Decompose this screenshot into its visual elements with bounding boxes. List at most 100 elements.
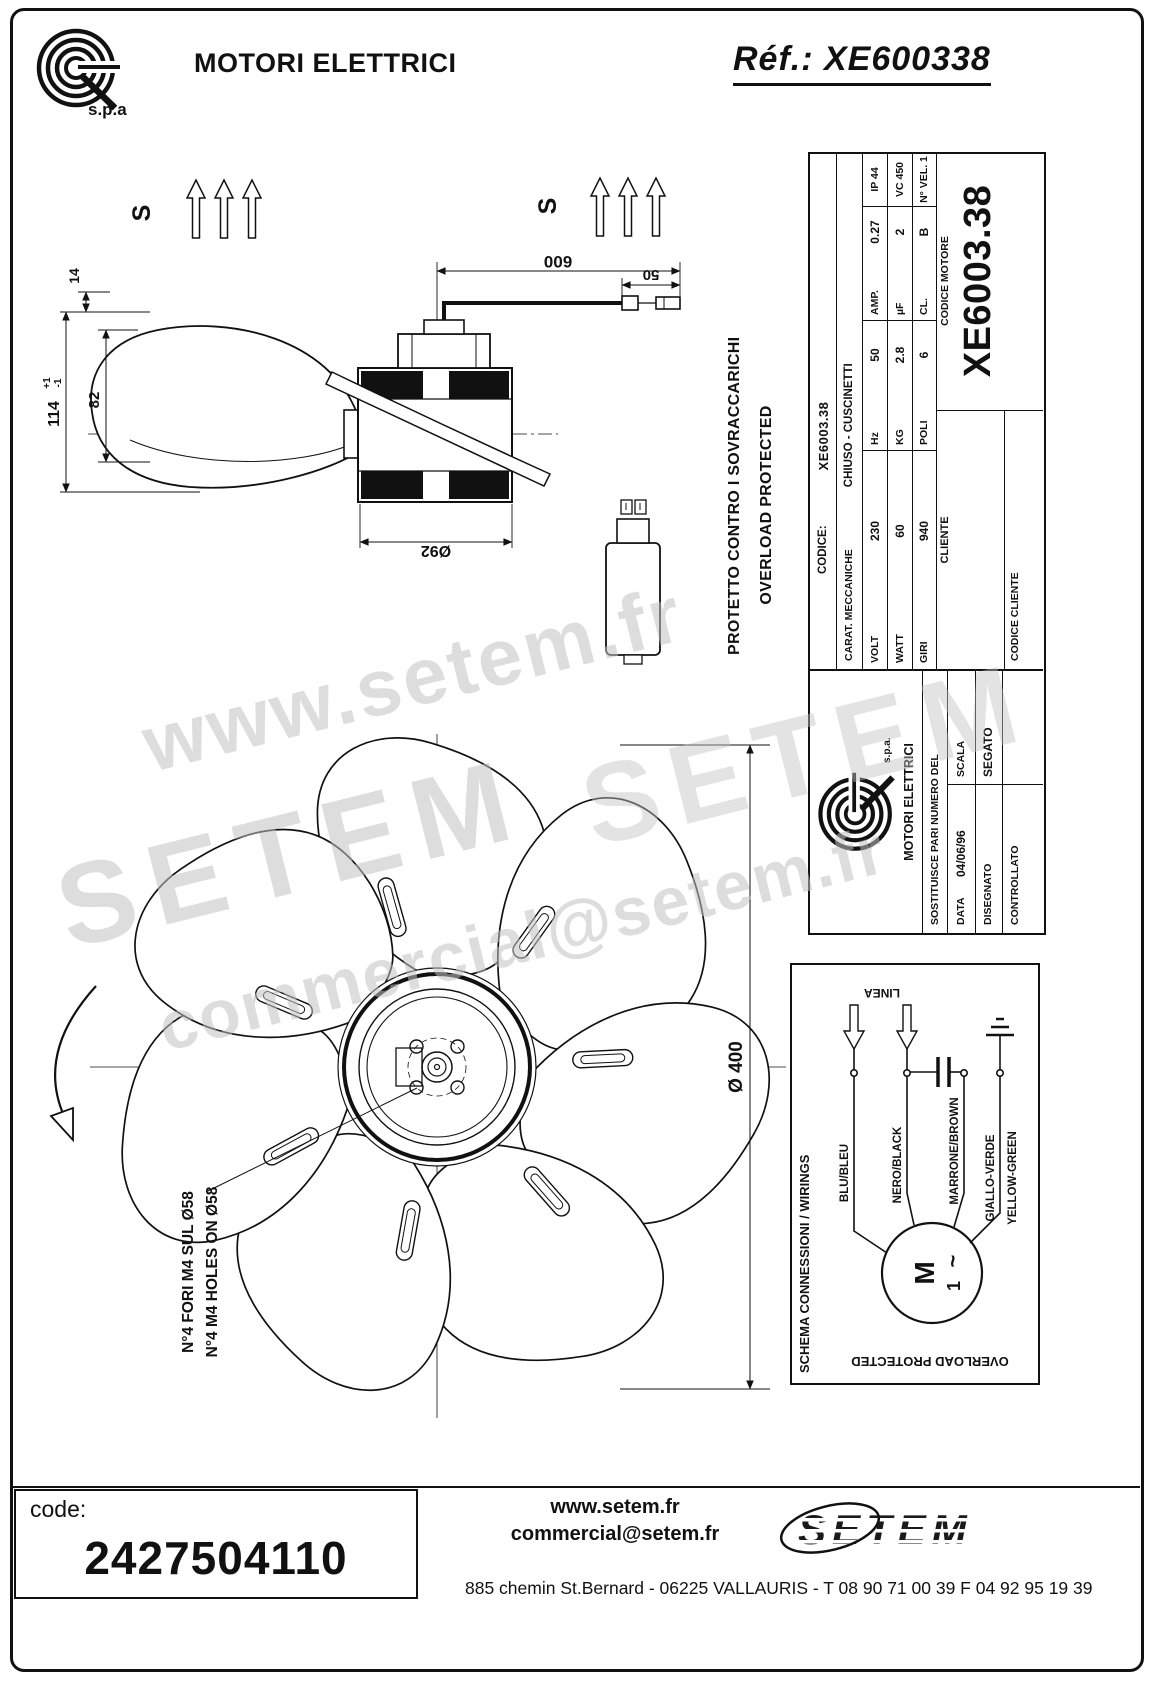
motor-symbol-phase: 1: [944, 1281, 964, 1291]
scala-label: SCALA: [955, 740, 967, 777]
cliente-label: CLIENTE: [939, 516, 951, 564]
linea-label: LINEA: [864, 986, 900, 1000]
wiring-region: SCHEMA CONNESSIONI / WIRINGS: [790, 963, 1040, 1385]
fan-holes-note-it: N°4 FORI M4 SUL Ø58: [180, 1191, 197, 1353]
fan-blades: [121, 737, 771, 1391]
codice-motore-label: CODICE MOTORE: [939, 236, 951, 326]
title-block-brand: MOTORI ELETTRICI: [902, 743, 916, 861]
spec-extra: N° VEL. 1: [918, 156, 930, 203]
spec-value: 940: [917, 520, 931, 542]
flow-label-left: S: [128, 205, 156, 222]
spec-grid-row: WATT 60 KG 2.8 µF 2 VC 450: [887, 152, 913, 669]
spec-value: 2.8: [892, 346, 907, 364]
codice-row: CODICE: XE6003.38: [810, 152, 837, 669]
data-label: DATA: [955, 897, 967, 925]
codice-cliente-label: CODICE CLIENTE: [1004, 411, 1043, 669]
spec-value: 2: [892, 228, 907, 236]
wiring-box: SCHEMA CONNESSIONI / WIRINGS: [790, 963, 1040, 1385]
dim-tol-plus: +1: [42, 377, 53, 389]
dim-lead-label: 50: [643, 266, 660, 283]
brand-name: MOTORI ELETTRICI: [194, 48, 457, 78]
footer-divider: [12, 1486, 1140, 1488]
fan-hub: [337, 967, 537, 1167]
codice-label: CODICE:: [817, 525, 829, 574]
controllato-label: CONTROLLATO: [1009, 845, 1021, 925]
disegnato-row: DISEGNATO SEGATO: [975, 671, 1003, 933]
grid-divider: [862, 450, 936, 451]
capacitor-drawing: [605, 499, 661, 665]
spec-value: 50: [867, 348, 882, 362]
setem-logo: SETEM: [772, 1492, 1052, 1567]
code-box: code: 2427504110: [14, 1489, 418, 1599]
spec-label: VOLT: [868, 635, 881, 663]
spec-extra: IP 44: [868, 167, 881, 192]
gr-logo-icon: [28, 22, 124, 118]
wire-green-label-it: GIALLO-VERDE: [985, 1134, 997, 1221]
sostituisce-label: SOSTITUISCE PARI NUMERO DEL: [922, 671, 948, 933]
data-value: 04/06/96: [954, 830, 968, 877]
footer-website: www.setem.fr: [550, 1496, 680, 1518]
reference-number: Réf.: XE600338: [733, 40, 991, 86]
dim-cable-label: 600: [544, 252, 572, 271]
spec-label: CL.: [918, 298, 930, 315]
dim-body-dia-label: Ø92: [421, 542, 451, 559]
carat-row: CARAT. MECCANICHE CHIUSO - CUSCINETTI: [836, 152, 863, 669]
code-value: 2427504110: [84, 1532, 348, 1584]
footer-email: commercial@setem.fr: [510, 1523, 720, 1545]
brand-spa: s.p.a: [88, 100, 127, 119]
carat-label: CARAT. MECCANICHE: [843, 549, 855, 661]
spec-label: WATT: [893, 634, 906, 663]
gr-logo-icon-small: [818, 770, 895, 851]
footer-address: 885 chemin St.Bernard - 06225 VALLAURIS …: [465, 1578, 1093, 1598]
codice-value: XE6003.38: [815, 401, 831, 471]
spec-value: 0.27: [867, 220, 882, 244]
spec-label: AMP.: [868, 290, 881, 315]
spec-label: POLI: [918, 420, 930, 445]
title-block-logo-zone: s.p.a. MOTORI ELETTRICI: [810, 671, 923, 933]
spec-label: GIRI: [918, 641, 930, 663]
grid-divider: [862, 206, 936, 207]
spec-extra: VC 450: [893, 161, 906, 198]
airflow-arrows-right: [589, 176, 667, 237]
motor-symbol-tilde: ~: [940, 1254, 965, 1267]
codice-motore-value: XE6003.38: [957, 184, 999, 378]
spec-label: µF: [893, 302, 906, 315]
dimension-lines: [60, 262, 681, 548]
fan-dia-label: Ø 400: [726, 1041, 747, 1093]
motor-symbol-m: M: [909, 1261, 940, 1284]
cliente-cell: CLIENTE CODICE CLIENTE: [936, 410, 1043, 669]
spec-value: 230: [867, 520, 882, 542]
dim-tip-label: 14: [66, 268, 82, 284]
code-label: code:: [30, 1496, 87, 1522]
wiring-diagram: M 1 ~ BLU/BLEU NERO/BLACK MARRONE/BROWN …: [839, 986, 1019, 1369]
wire-brown-label: MARRONE/BROWN: [949, 1097, 961, 1204]
title-block-divider: [948, 784, 1043, 785]
spec-value: 60: [892, 524, 907, 538]
spec-grid-row: GIRI 940 POLI 6 CL. B N° VEL. 1: [912, 152, 937, 669]
motor-side-view: [88, 262, 681, 503]
title-block-spa: s.p.a.: [882, 737, 893, 763]
grid-divider: [862, 320, 936, 321]
spec-value: B: [917, 227, 931, 237]
dim-overall-label: 114: [46, 401, 63, 427]
controllato-row: CONTROLLATO: [1002, 671, 1043, 933]
dim-blade-label: 82: [86, 392, 103, 409]
spec-table-region: s.p.a. MOTORI ELETTRICI SOSTITUISCE PARI…: [808, 152, 1046, 935]
protection-note-it: PROTETTO CONTRO I SOVRACCARICHI: [726, 336, 743, 655]
disegnato-value: SEGATO: [981, 727, 995, 777]
fan-front-view: [49, 734, 786, 1418]
overload-label: OVERLOAD PROTECTED: [851, 1354, 1008, 1369]
wire-blue-label: BLU/BLEU: [839, 1144, 851, 1202]
rotation-arrow: [49, 985, 97, 1143]
spec-section: CODICE: XE6003.38 CARAT. MECCANICHE CHIU…: [810, 152, 1043, 669]
title-block: s.p.a. MOTORI ELETTRICI SOSTITUISCE PARI…: [810, 669, 1043, 933]
airflow-arrows-left: [185, 178, 263, 239]
spec-label: Hz: [868, 432, 881, 445]
carat-value: CHIUSO - CUSCINETTI: [843, 363, 855, 488]
wire-black-label: NERO/BLACK: [892, 1126, 904, 1203]
spec-table: s.p.a. MOTORI ELETTRICI SOSTITUISCE PARI…: [808, 152, 1046, 935]
disegnato-label: DISEGNATO: [982, 863, 994, 925]
spec-value: 6: [917, 351, 931, 359]
data-row: DATA 04/06/96 SCALA: [948, 671, 976, 933]
